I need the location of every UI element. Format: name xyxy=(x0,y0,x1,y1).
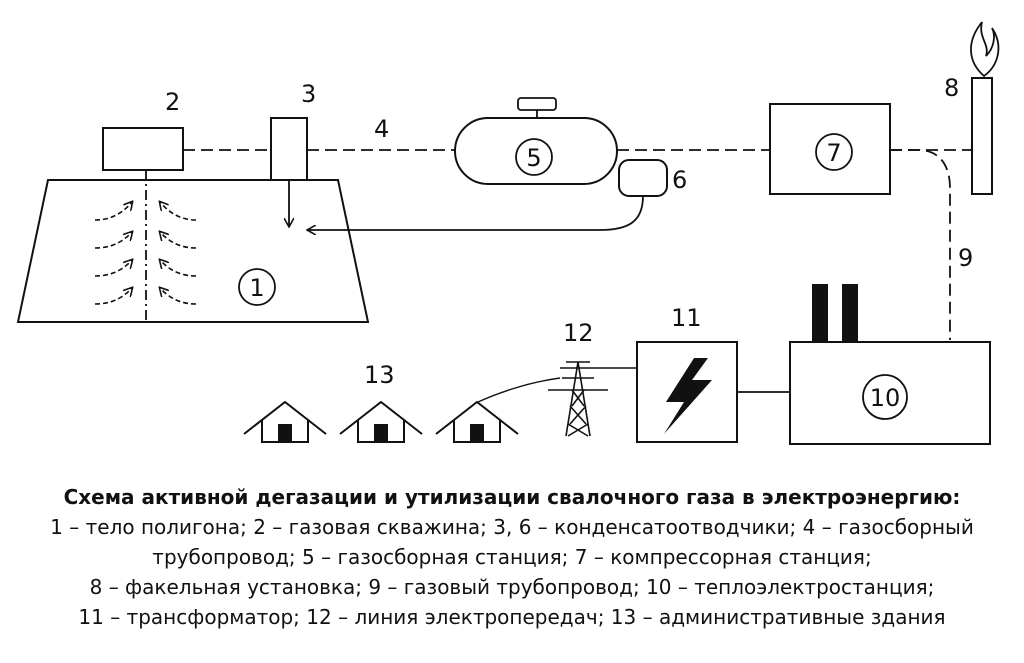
label-1: 1 xyxy=(249,274,264,302)
label-7: 7 xyxy=(826,139,841,167)
condensate-trap-6: 6 xyxy=(308,159,687,230)
administrative-buildings: 13 xyxy=(243,361,519,443)
caption-line-3: 8 – факельная установка; 9 – газовый тру… xyxy=(89,575,935,599)
label-13: 13 xyxy=(364,361,395,389)
flame-icon xyxy=(970,21,1000,78)
figure-caption: Схема активной дегазации и утилизации св… xyxy=(0,482,1024,632)
label-10: 10 xyxy=(870,384,901,412)
label-8: 8 xyxy=(944,74,959,102)
label-2: 2 xyxy=(165,88,180,116)
flare-unit: 8 xyxy=(944,21,1000,195)
label-12: 12 xyxy=(563,319,594,347)
house-icon xyxy=(339,400,423,443)
gas-flow-arrows-right xyxy=(160,202,197,305)
power-tower-icon xyxy=(548,361,608,437)
chimney-icon xyxy=(812,284,828,342)
label-4: 4 xyxy=(374,115,389,143)
house-icon xyxy=(435,400,519,443)
gas-flow-arrows-left xyxy=(94,202,132,305)
label-9: 9 xyxy=(958,244,973,272)
lightning-icon xyxy=(664,358,712,434)
caption-line-1: 1 – тело полигона; 2 – газовая скважина;… xyxy=(50,515,974,539)
label-3: 3 xyxy=(301,80,316,108)
thermal-power-plant: 10 xyxy=(789,284,991,445)
chimney-icon xyxy=(842,284,858,342)
power-line-tower: 12 xyxy=(477,319,637,437)
gas-pipeline-9: 9 xyxy=(890,149,973,340)
label-6: 6 xyxy=(672,166,687,194)
compressor-station: 7 xyxy=(769,103,891,195)
landfill-body: 1 xyxy=(16,170,370,323)
condensate-trap-3: 3 xyxy=(270,80,316,226)
house-icon xyxy=(243,400,327,443)
label-5: 5 xyxy=(526,144,541,172)
caption-line-2: трубопровод; 5 – газосборная станция; 7 … xyxy=(152,545,872,569)
gas-well: 2 xyxy=(102,88,184,171)
caption-line-4: 11 – трансформатор; 12 – линия электропе… xyxy=(78,605,946,629)
degassing-scheme-diagram: 1 2 3 4 5 6 7 8 xyxy=(16,21,1000,445)
transformer: 11 xyxy=(636,304,790,443)
gas-collection-station: 5 xyxy=(454,97,618,185)
label-11: 11 xyxy=(671,304,702,332)
caption-title: Схема активной дегазации и утилизации св… xyxy=(63,485,961,509)
